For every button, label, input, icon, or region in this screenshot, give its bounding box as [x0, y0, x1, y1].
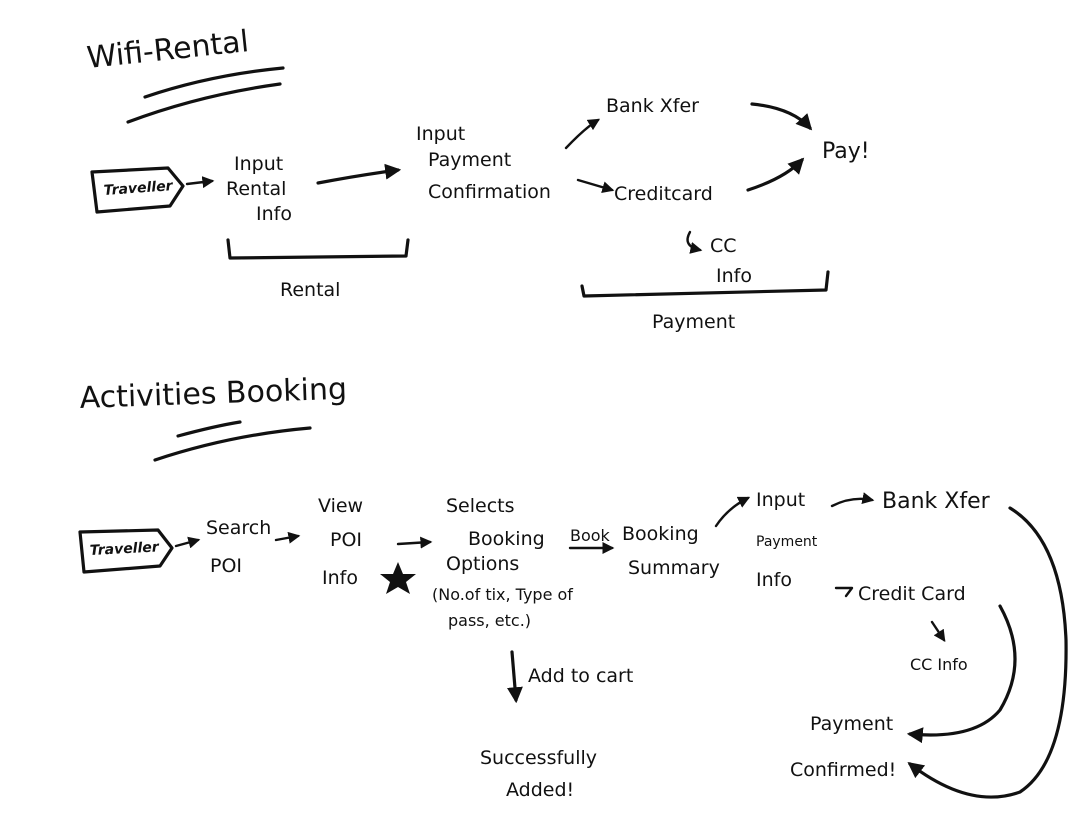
wifi-input-payment-line1: Input [416, 123, 465, 145]
wifi-creditcard-label: Creditcard [614, 183, 713, 205]
activities-ccinfo-label: CC Info [910, 655, 968, 674]
arrow-payment-to-bank [564, 118, 601, 150]
activities-view-line1: View [318, 495, 363, 517]
activities-title-underline-1 [176, 420, 242, 438]
activities-traveller-node: Traveller [78, 528, 174, 574]
activities-book-label: Book [570, 526, 611, 545]
activities-selects-line4: (No.of tix, Type of [432, 585, 573, 604]
activities-view-line2: POI [330, 529, 362, 551]
wifi-input-payment-line3: Confirmation [428, 181, 551, 203]
activities-confirmed-line2: Confirmed! [790, 759, 896, 781]
activities-input-line3: Info [756, 569, 792, 591]
arrow-search-to-view [274, 531, 301, 544]
activities-selects-line2: Booking [468, 528, 545, 550]
arrow-selects-to-cart [506, 650, 523, 704]
activities-search-line2: POI [210, 555, 242, 577]
wifi-traveller-node: Traveller [90, 166, 185, 214]
activities-selects-line5: pass, etc.) [448, 611, 531, 630]
arrow-bank-to-pay [750, 102, 813, 131]
activities-addtocart-label: Add to cart [528, 665, 633, 687]
arrow-view-to-selects [396, 536, 433, 549]
activities-title: Activities Booking [79, 372, 348, 416]
arrow-traveller-to-search [174, 536, 201, 549]
wifi-title-underline-1 [143, 66, 285, 99]
wifi-rental-bracket [226, 238, 410, 260]
activities-summary-line1: Booking [622, 523, 699, 545]
activities-title-underline-2 [153, 426, 312, 462]
arrow-creditcard-to-ccinfo [930, 620, 946, 642]
arrow-summary-to-input [714, 496, 751, 528]
activities-summary-line2: Summary [628, 557, 720, 579]
activities-view-line3: Info [322, 567, 358, 589]
activities-added-line2: Added! [506, 779, 574, 801]
wifi-ccinfo-line2: Info [716, 265, 752, 287]
wifi-ccinfo-line1: CC [710, 235, 737, 257]
wifi-input-payment-node: Input Payment Confirmation [416, 123, 551, 203]
activities-creditcard-label: Credit Card [858, 583, 966, 605]
wifi-input-rental-line1: Input [234, 153, 283, 175]
activities-traveller-label: Traveller [89, 539, 160, 559]
activities-bank-label: Bank Xfer [882, 489, 991, 514]
wifi-traveller-label: Traveller [103, 178, 174, 199]
arrow-payment-to-creditcard [576, 178, 615, 194]
arrow-traveller-to-rental [185, 176, 215, 189]
wifi-title: Wifi-Rental [85, 24, 250, 76]
wifi-pay-label: Pay! [822, 139, 870, 164]
arrow-input-to-bank [830, 492, 875, 508]
arrow-rental-to-payment [316, 163, 402, 185]
wifi-input-rental-node: Input Rental Info [226, 153, 292, 225]
activities-input-line1: Input [756, 489, 805, 511]
arrow-creditcard-to-pay [746, 157, 805, 192]
wifi-input-rental-line2: Rental [226, 178, 286, 200]
activities-selects-line3: Options [446, 553, 519, 575]
arrow-creditcard-to-ccinfo [686, 230, 703, 254]
activities-added-line1: Successfully [480, 747, 597, 769]
wifi-input-payment-line2: Payment [428, 149, 511, 171]
arrow-input-to-creditcard [834, 586, 854, 598]
wifi-title-underline-2 [126, 82, 282, 124]
wifi-bank-label: Bank Xfer [606, 95, 699, 117]
activities-confirmed-line1: Payment [810, 713, 893, 735]
wifi-rental-bracket-label: Rental [280, 279, 340, 301]
wifi-input-rental-line3: Info [256, 203, 292, 225]
activities-input-line2: Payment [756, 534, 818, 550]
favorite-star-icon [380, 562, 416, 594]
wifi-payment-bracket-label: Payment [652, 311, 735, 333]
activities-selects-line1: Selects [446, 495, 515, 517]
arrow-bank-to-confirmed [907, 506, 1068, 799]
arrow-creditcard-to-confirmed [906, 604, 1017, 744]
wifi-payment-bracket [580, 270, 830, 298]
activities-search-line1: Search [206, 517, 271, 539]
